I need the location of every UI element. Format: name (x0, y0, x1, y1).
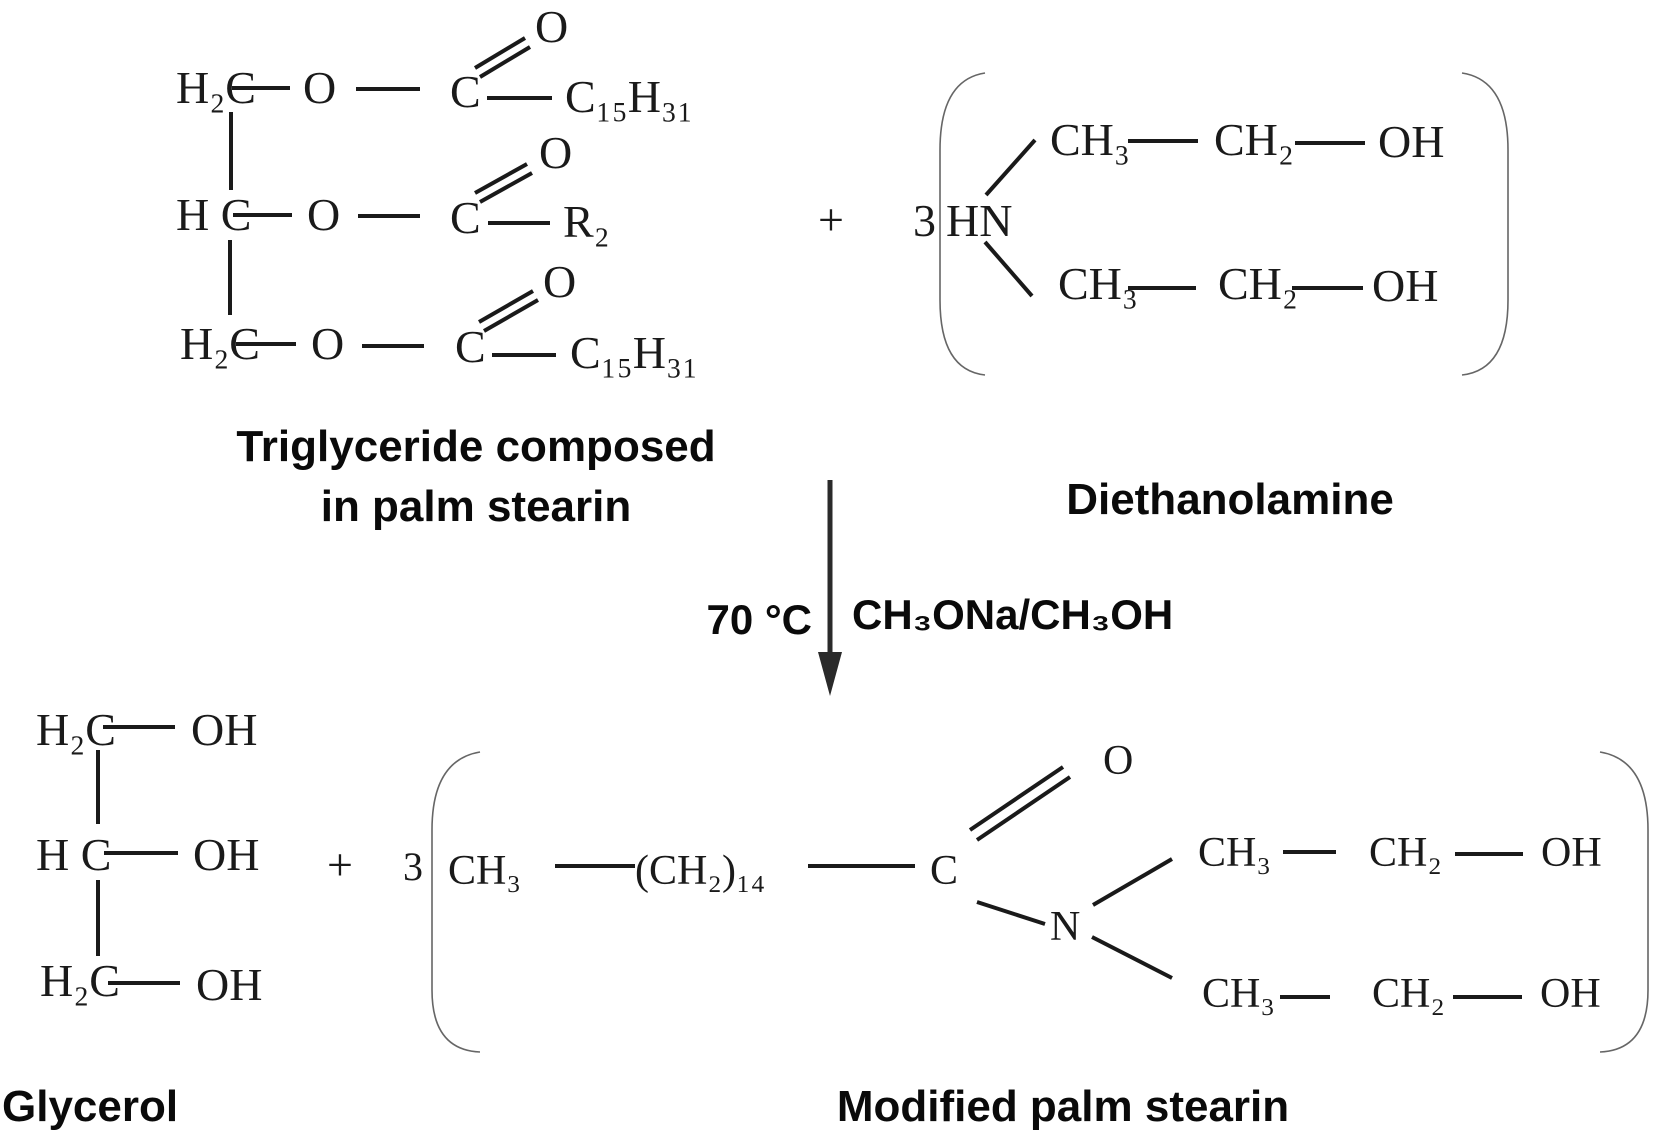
plus-sign-products: + (327, 839, 353, 890)
dea-arm2-ch3: CH₃ (1058, 258, 1138, 309)
arrow-head-icon (818, 652, 842, 696)
plus-sign-reactants: + (818, 194, 844, 245)
tg-carbonyl-o-1: O (535, 1, 568, 52)
glycerol-oh-3: OH (196, 959, 262, 1010)
catalyst-condition: CH₃ONa/CH₃OH (852, 591, 1173, 638)
right-bracket (1461, 72, 1509, 376)
dea-arm1-oh: OH (1378, 116, 1444, 167)
double-bond (975, 775, 1072, 842)
tg-oxygen-1: O (303, 62, 336, 113)
bond (984, 138, 1037, 197)
amine-nh: HN (946, 195, 1012, 246)
triglyceride-label-line2: in palm stearin (321, 482, 632, 531)
amide-chain: (CH₂)₁₄ (635, 848, 765, 894)
bond (1091, 857, 1174, 907)
tg-oxygen-3: O (311, 318, 344, 369)
amide-carbonyl-o: O (1103, 738, 1133, 784)
bond (983, 240, 1034, 298)
double-bond (478, 289, 534, 324)
tg-oxygen-2: O (307, 189, 340, 240)
glycerol-backbone-1: H₂C (36, 704, 116, 755)
dea-arm1-ch2: CH₂ (1214, 114, 1294, 165)
triglyceride-label-line1: Triglyceride composed (236, 422, 715, 471)
tg-chain-2: R₂ (563, 196, 610, 247)
glycerol-structure: H₂C OH H C OH H₂C OH (36, 704, 262, 1010)
reaction-arrow (818, 480, 842, 696)
tg-carbonyl-c-2: C (450, 192, 481, 243)
modified-palm-stearin-label: Modified palm stearin (837, 1082, 1289, 1131)
tg-carbonyl-c-3: C (455, 321, 486, 372)
tg-carbonyl-o-3: O (543, 256, 576, 307)
tg-chain-3: C₁₅H₃₁ (570, 327, 698, 378)
double-bond (473, 36, 527, 70)
glycerol-backbone-2: H C (36, 829, 111, 880)
left-bracket (431, 751, 481, 1053)
amide-arm2-oh: OH (1540, 971, 1601, 1017)
bond (1091, 935, 1173, 980)
tg-carbonyl-c-1: C (450, 66, 481, 117)
amide-carbonyl-c: C (930, 848, 958, 894)
double-bond (474, 162, 528, 195)
dea-arm2-oh: OH (1372, 260, 1438, 311)
amide-nitrogen: N (1050, 904, 1080, 950)
bond (976, 900, 1046, 926)
amide-arm1-ch2: CH₂ (1369, 830, 1442, 876)
glycerol-backbone-3: H₂C (40, 955, 120, 1006)
right-bracket (1599, 751, 1649, 1053)
tg-chain-1: C₁₅H₃₁ (565, 71, 693, 122)
glycerol-oh-1: OH (191, 704, 257, 755)
temperature-condition: 70 °C (706, 596, 812, 643)
double-bond (479, 171, 533, 204)
glycerol-label: Glycerol (2, 1082, 178, 1131)
double-bond (483, 298, 539, 333)
amide-arm1-oh: OH (1541, 830, 1602, 876)
diethanolamine-label: Diethanolamine (1066, 475, 1394, 524)
diethanolamine-coefficient: 3 (913, 195, 936, 246)
double-bond (968, 765, 1065, 832)
tg-carbonyl-o-2: O (539, 127, 572, 178)
left-bracket (939, 72, 986, 376)
amide-arm1-ch3: CH₃ (1198, 830, 1271, 876)
dea-arm1-ch3: CH₃ (1050, 114, 1130, 165)
dea-arm2-ch2: CH₂ (1218, 258, 1298, 309)
glycerol-oh-2: OH (193, 829, 259, 880)
triglyceride-structure: H₂C O C O C₁₅H₃₁ H C O C O R₂ H₂C O C O … (176, 1, 698, 378)
double-bond (478, 45, 532, 79)
amide-coefficient: 3 (403, 844, 423, 889)
diethanolamine-structure: 3 HN CH₃ CH₂ OH CH₃ CH₂ OH (913, 72, 1509, 376)
amide-arm2-ch2: CH₂ (1372, 971, 1445, 1017)
amide-terminal-ch3: CH₃ (448, 848, 521, 894)
amide-structure: 3 CH₃ (CH₂)₁₄ C O N CH₃ CH₂ OH CH₃ CH₂ O… (403, 738, 1649, 1053)
amide-arm2-ch3: CH₃ (1202, 971, 1275, 1017)
